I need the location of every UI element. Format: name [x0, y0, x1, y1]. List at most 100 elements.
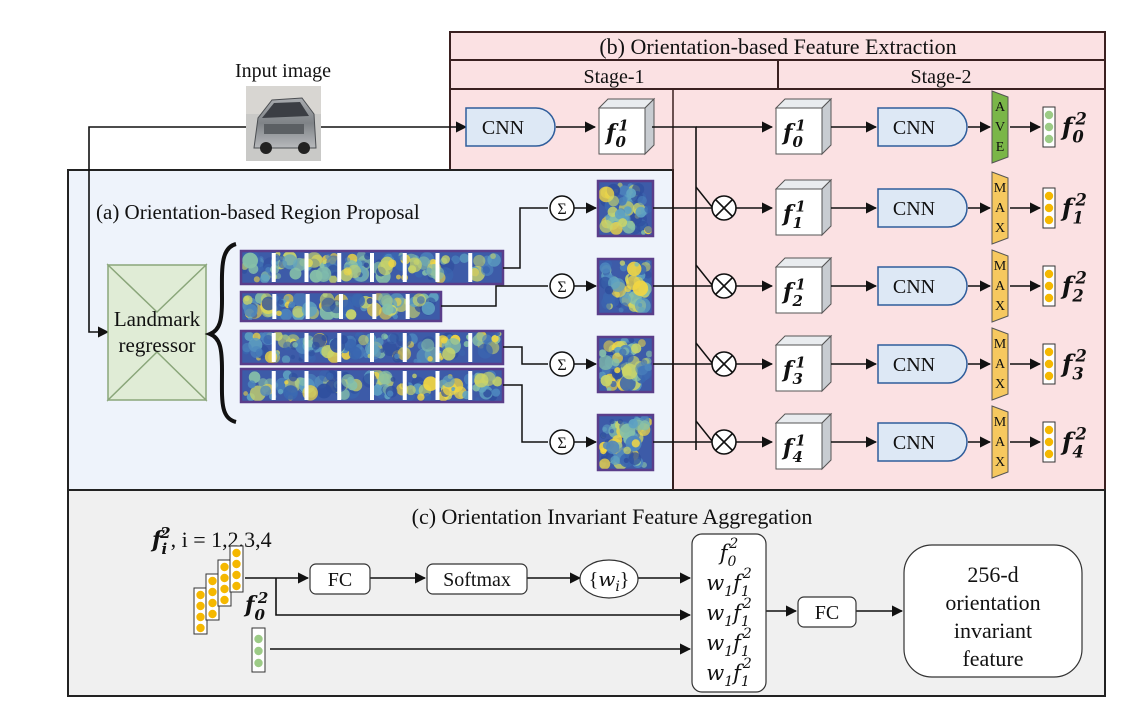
stage1-label: Stage-1	[583, 66, 644, 88]
output-vector-3	[1042, 343, 1056, 385]
feature-cube-f0-stage1: f01	[597, 97, 656, 156]
pool-letter: V	[995, 120, 1005, 135]
feature-f3-stage2-label: f32	[1060, 347, 1087, 384]
cnn-stage2-0: CNN	[877, 107, 968, 147]
feature-cube-f1-stage1: f11	[774, 178, 833, 237]
cnn-stage2-label: CNN	[893, 354, 935, 376]
max-pool-block-2: MAX	[991, 249, 1009, 323]
sum-node-4: Σ	[549, 429, 598, 455]
sum-symbol: Σ	[557, 357, 566, 374]
stage2-label: Stage-2	[910, 66, 971, 88]
fc-box-2: FC	[797, 596, 857, 628]
feature-f4-stage2-label: f42	[1060, 425, 1087, 462]
feature-cube-f0-stage1-label: f01	[604, 117, 629, 152]
pool-letter: M	[994, 259, 1007, 274]
regressor-label-line1: Landmark	[114, 307, 201, 331]
sum-symbol: Σ	[557, 435, 566, 452]
heatmap-strip-2	[239, 290, 443, 323]
feature-cube-f1-stage1-label: f11	[781, 198, 806, 233]
stacked-vector-3	[217, 559, 232, 607]
aggregated-heatmap-2	[596, 257, 712, 316]
concat-row-1: w1f12	[706, 566, 752, 600]
max-pool-block-4: MAX	[991, 405, 1009, 479]
pool-letter: A	[995, 357, 1006, 372]
heatmap-strip-1	[239, 249, 505, 286]
stacked-vector-4	[229, 545, 244, 593]
pool-letter: M	[994, 337, 1007, 352]
stacked-feature-vectors	[193, 545, 244, 635]
output-feature-line-0: 256-d	[967, 562, 1018, 587]
concat-row-3: w1f12	[706, 626, 752, 660]
output-vector-0	[1042, 106, 1056, 148]
svg-text:{wi}: {wi}	[589, 567, 630, 595]
pool-letter: A	[995, 201, 1006, 216]
panel-b-title: (b) Orientation-based Feature Extraction	[599, 34, 956, 59]
stacked-vector-1	[193, 587, 208, 635]
concat-row-0: f02	[718, 536, 739, 570]
multiply-node-2	[711, 273, 774, 299]
input-car-image	[246, 86, 321, 161]
aggregated-heatmaps	[596, 179, 712, 472]
weights-node: {wi}	[579, 559, 639, 599]
heatmap-strip-4	[239, 367, 505, 404]
cnn-stage2-2: CNN	[877, 266, 968, 306]
pool-letter: X	[995, 455, 1005, 470]
landmark-regressor: Landmark regressor	[106, 263, 208, 402]
pool-letter: M	[994, 181, 1007, 196]
feature-cube-f4-stage1-label: f41	[781, 432, 806, 467]
sum-node-3: Σ	[549, 351, 598, 377]
fi2-label: fi2, i = 1,2,3,4	[150, 524, 272, 558]
heatmap-strip-3	[239, 329, 505, 366]
aggregated-heatmap-1	[596, 179, 712, 238]
feature-cube-f0-stage1: f01	[774, 97, 833, 156]
input-image-label: Input image	[235, 60, 331, 82]
fc-box-1: FC	[309, 563, 371, 595]
feature-cube-f2-stage1: f21	[774, 256, 833, 315]
sum-symbol: Σ	[557, 201, 566, 218]
pool-letter: X	[995, 221, 1005, 236]
max-pool-block-3: MAX	[991, 327, 1009, 401]
feature-cube-f2-stage1-label: f21	[781, 276, 806, 311]
panel-c-title: (c) Orientation Invariant Feature Aggreg…	[412, 504, 813, 529]
f0-green-vector	[251, 627, 266, 673]
concat-row-2: w1f12	[706, 596, 752, 630]
pool-letter: M	[994, 415, 1007, 430]
feature-cube-f3-stage1: f31	[774, 334, 833, 393]
cnn-stage2-label: CNN	[893, 117, 935, 139]
softmax-box: Softmax	[426, 563, 528, 595]
pool-letter: E	[996, 140, 1005, 155]
multiply-node-3	[711, 351, 774, 377]
stacked-vector-2	[205, 573, 220, 621]
output-vector-1	[1042, 187, 1056, 229]
sum-nodes: Σ Σ Σ Σ	[549, 195, 598, 455]
output-feature-line-3: feature	[962, 646, 1023, 671]
stage2-row-3: f31 CNN MAX f32	[774, 327, 1087, 401]
feature-f1-stage2-label: f12	[1060, 191, 1087, 228]
output-feature-line-1: orientation	[945, 590, 1040, 615]
multiply-node-4	[711, 429, 774, 455]
aggregated-heatmap-3	[596, 335, 712, 394]
feature-cube-f0-stage1: f01	[597, 97, 656, 156]
cnn-stage2-label: CNN	[893, 198, 935, 220]
panel-a-title: (a) Orientation-based Region Proposal	[96, 200, 420, 224]
sum-symbol: Σ	[557, 279, 566, 296]
pool-letter: A	[995, 100, 1006, 115]
group-brace	[204, 242, 237, 424]
cnn-stage1: CNN	[465, 107, 556, 147]
fc-label-1: FC	[328, 569, 352, 591]
output-vector-2	[1042, 265, 1056, 307]
pool-letter: X	[995, 299, 1005, 314]
softmax-label: Softmax	[443, 569, 511, 591]
feature-cube-f4-stage1: f41	[774, 412, 833, 471]
aggregated-heatmap-4	[596, 413, 712, 472]
cnn-stage1-label: CNN	[482, 117, 524, 139]
sum-node-1: Σ	[549, 195, 598, 221]
regressor-label-line2: regressor	[119, 333, 196, 357]
